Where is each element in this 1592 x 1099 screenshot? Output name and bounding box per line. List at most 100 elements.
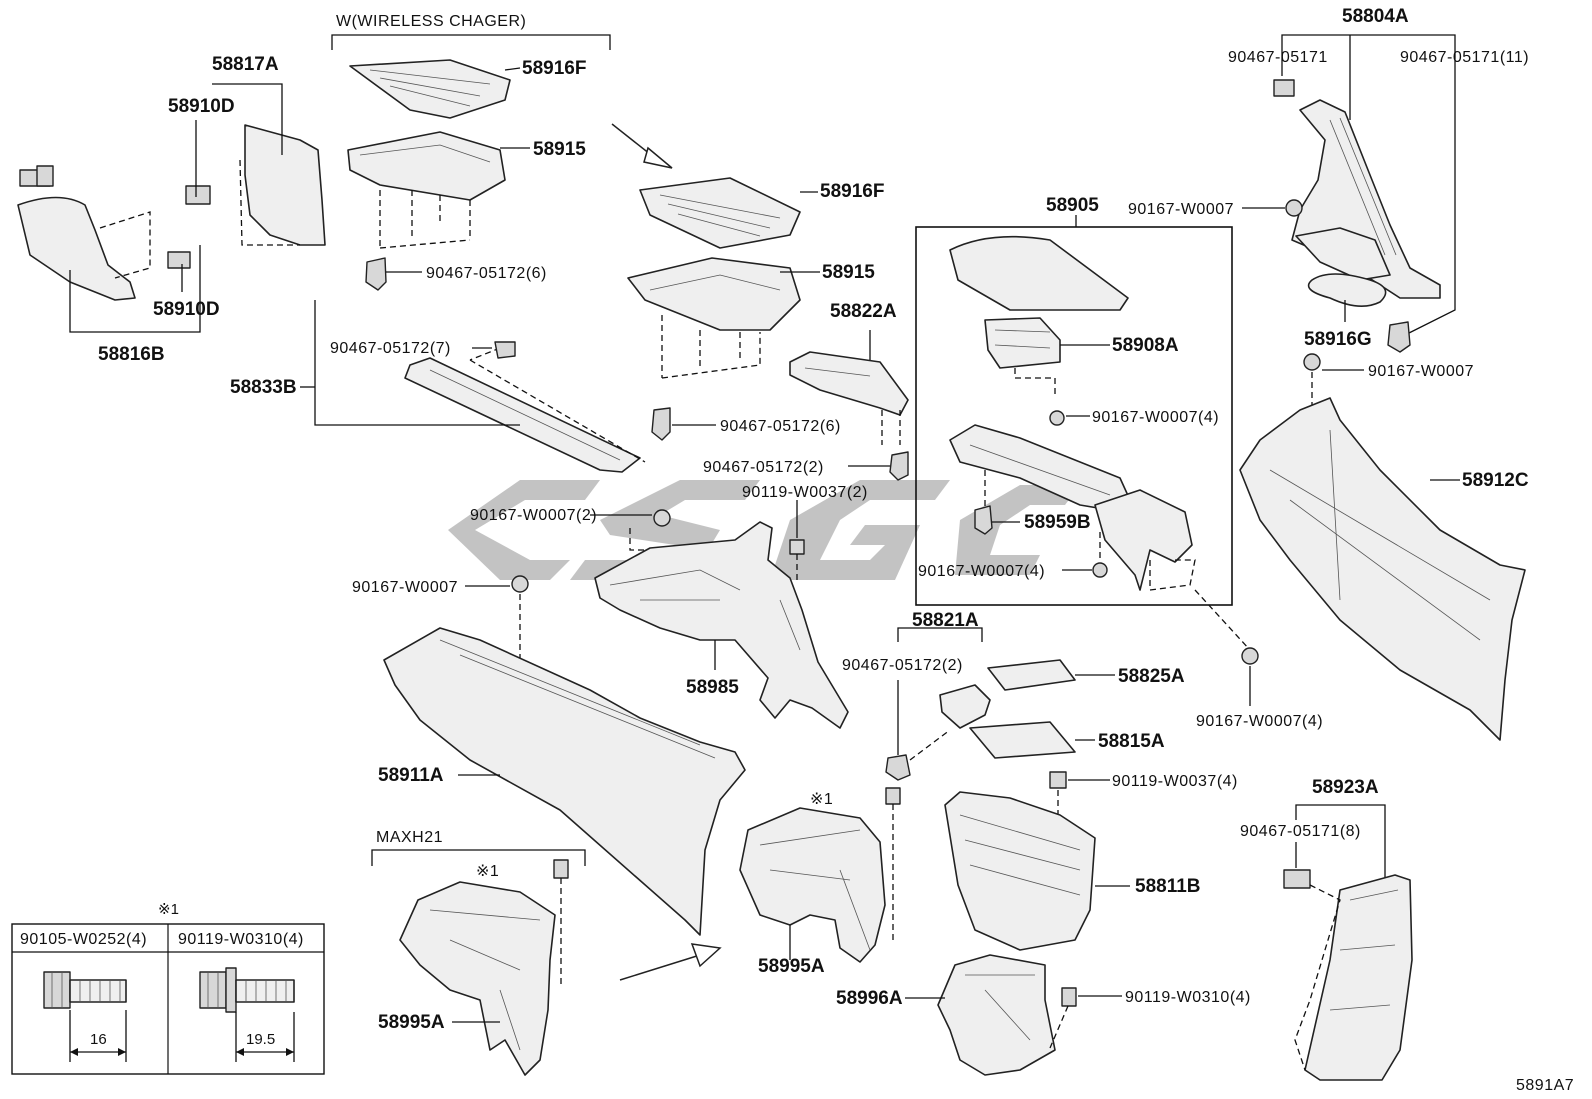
bolt-icon: [1061, 987, 1077, 1007]
label-90467-05171: 90467-05171: [1228, 49, 1328, 66]
bolt-icon: [1303, 353, 1321, 371]
label-90467-05171-11: 90467-05171(11): [1400, 49, 1529, 66]
label-90467-05172-6-mid: 90467-05172(6): [720, 418, 841, 435]
wireless-charger-label: W(WIRELESS CHAGER): [336, 13, 526, 30]
legend-col2-header: 90119-W0310(4): [178, 931, 304, 948]
clip-icon: [889, 451, 909, 481]
label-58911A: 58911A: [378, 765, 444, 786]
label-90467-05172-2-mid: 90467-05172(2): [703, 459, 824, 476]
bolt-icon: [1092, 562, 1108, 578]
label-58912C: 58912C: [1462, 470, 1529, 491]
part-58833B-group: 90467-05172(7) 58833B: [230, 300, 646, 473]
label-58908A: 58908A: [1112, 335, 1179, 356]
clip-icon: [167, 251, 191, 269]
label-90167-W0007-right2: 90167-W0007: [1368, 363, 1474, 380]
legend-title: ※1: [158, 901, 179, 918]
label-58985: 58985: [686, 677, 739, 698]
label-90167-W0007-4-box: 90167-W0007(4): [1092, 409, 1219, 426]
part-58821A-group: 58821A 90467-05172(2) 58825A 58815A: [842, 610, 1185, 781]
maxh21-header: MAXH21: [371, 829, 586, 866]
part-58912C-group: 58912C: [1239, 397, 1529, 741]
wireless-charger-header: W(WIRELESS CHAGER): [331, 13, 611, 50]
label-58923A: 58923A: [1312, 777, 1379, 798]
clip-icon: [1387, 321, 1411, 353]
part-58816B-group: 58816B 58910D 58817A 58910D: [17, 54, 326, 365]
label-58916F-top: 58916F: [522, 58, 586, 79]
label-58910D-bottom: 58910D: [153, 299, 220, 320]
bolt-icon: [1241, 647, 1259, 665]
part-58916F-mid-group: 58916F 58915 90467-05172(6): [627, 177, 884, 441]
label-58821A: 58821A: [912, 610, 979, 631]
label-58915-mid: 58915: [822, 262, 875, 283]
part-58822A-group: 58822A 90467-05172(2): [703, 301, 909, 481]
part-58996A-group: 58996A 90119-W0310(4): [836, 954, 1251, 1076]
clip-icon: [36, 165, 54, 187]
label-90467-05171-8: 90467-05171(8): [1240, 823, 1361, 840]
label-90167-W0007-2: 90167-W0007(2): [470, 507, 597, 524]
label-58910D-top: 58910D: [168, 96, 235, 117]
label-90467-05172-6-top: 90467-05172(6): [426, 265, 547, 282]
clip-icon: [1283, 869, 1311, 889]
label-58816B: 58816B: [98, 344, 165, 365]
bolt-icon: [511, 575, 529, 593]
bolt-icon: [553, 859, 569, 879]
label-58822A: 58822A: [830, 301, 897, 322]
label-58959B: 58959B: [1024, 512, 1091, 533]
label-90119-W0037-4: 90119-W0037(4): [1112, 773, 1238, 790]
legend-col1-header: 90105-W0252(4): [20, 931, 147, 948]
label-90119-W0310-4: 90119-W0310(4): [1125, 989, 1251, 1006]
label-58916G: 58916G: [1304, 329, 1372, 350]
clip-icon: [1273, 79, 1295, 97]
label-90167-W0007-4-box2: 90167-W0007(4): [918, 563, 1045, 580]
bolt-icon: [1049, 410, 1065, 426]
label-58833B: 58833B: [230, 377, 297, 398]
diagram-code: 5891A7: [1516, 1077, 1574, 1094]
label-58916F-mid: 58916F: [820, 181, 884, 202]
bolt-icon: [43, 971, 127, 1009]
bolt-icon: [1049, 771, 1067, 789]
label-90167-W0007-4-right: 90167-W0007(4): [1196, 713, 1323, 730]
clip-icon: [185, 185, 211, 205]
part-58916F-upper-group: 58916F 58915 90467-05172(6): [347, 58, 586, 291]
label-90467-05172-2-b: 90467-05172(2): [842, 657, 963, 674]
part-58911A-group: 90167-W0007 58911A: [352, 575, 746, 936]
bolt-icon: [789, 539, 805, 555]
part-58804A-group: 58804A 90467-05171 90467-05171(11) 90167…: [1128, 6, 1529, 405]
bolt-icon: [1285, 199, 1303, 217]
bolt-icon: [653, 509, 671, 527]
clip-icon: [494, 341, 516, 359]
part-58995A-mid-group: ※1 58995A: [739, 787, 901, 977]
label-58905: 58905: [1046, 195, 1099, 216]
label-90119-W0037-2: 90119-W0037(2): [742, 484, 868, 501]
clip-icon: [885, 754, 911, 781]
label-58817A: 58817A: [212, 54, 279, 75]
label-58804A: 58804A: [1342, 6, 1409, 27]
label-58995A-left: 58995A: [378, 1012, 445, 1033]
label-sym-left: ※1: [476, 863, 499, 880]
fastener-legend-table: ※1 90105-W0252(4) 90119-W0310(4) 16 19.5: [11, 901, 325, 1075]
part-58923A-group: 58923A 90467-05171(8): [1240, 777, 1413, 1081]
legend-dim1: 16: [90, 1031, 107, 1048]
clip-icon: [651, 407, 671, 441]
label-90167-W0007-left: 90167-W0007: [352, 579, 458, 596]
bolt-icon: [885, 787, 901, 805]
arrow-icon: [611, 123, 673, 169]
label-sym-mid: ※1: [810, 791, 833, 808]
clip-icon: [974, 505, 993, 535]
label-58995A-mid: 58995A: [758, 956, 825, 977]
label-58811B: 58811B: [1135, 876, 1201, 897]
label-90167-W0007-right: 90167-W0007: [1128, 201, 1234, 218]
clip-icon: [365, 257, 387, 291]
label-58815A: 58815A: [1098, 731, 1165, 752]
label-58825A: 58825A: [1118, 666, 1185, 687]
part-58905-box: 58905 58908A 90167-W0007(4) 58959B 90167…: [915, 195, 1251, 651]
bolt-icon: [199, 967, 295, 1013]
maxh21-label: MAXH21: [376, 829, 443, 846]
part-58811B-group: 90119-W0037(4) 58811B: [944, 771, 1238, 951]
label-58996A: 58996A: [836, 988, 903, 1009]
part-58995A-left-group: ※1 58995A: [378, 859, 569, 1076]
label-90467-05172-7: 90467-05172(7): [330, 340, 451, 357]
arrow-icon: [619, 943, 722, 981]
part-58985-group: 90167-W0007(2) 90119-W0037(2) 58985: [470, 484, 868, 729]
